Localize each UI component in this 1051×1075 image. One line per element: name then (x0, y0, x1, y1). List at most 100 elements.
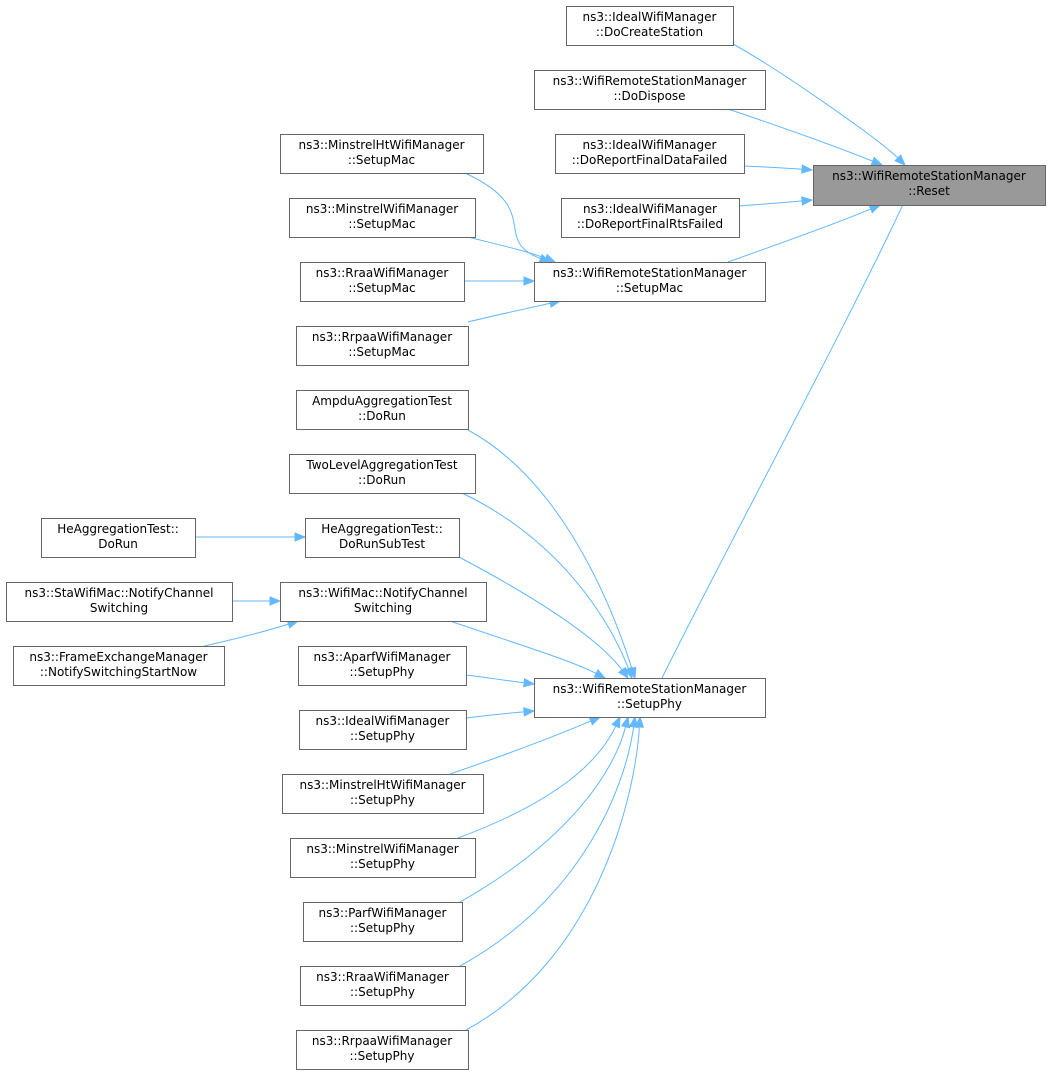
node-label-line: ::SetupMac (348, 345, 415, 359)
nodes-layer: ns3::WifiRemoteStationManager::Resetns3:… (6, 6, 1046, 1070)
node-minhtmac[interactable]: ns3::MinstrelHtWifiManager::SetupMac (280, 134, 484, 174)
edge-minhtmac-to-setupmac (464, 172, 552, 263)
node-label-line: ns3::IdealWifiManager (583, 138, 717, 152)
node-dorepdata[interactable]: ns3::IdealWifiManager::DoReportFinalData… (555, 134, 745, 174)
node-rrpaaphy[interactable]: ns3::RrpaaWifiManager::SetupPhy (296, 1030, 469, 1070)
node-box (566, 6, 734, 46)
arrowhead (868, 204, 882, 214)
arrowhead (522, 677, 536, 688)
node-label-line: ns3::MinstrelHtWifiManager (298, 138, 464, 152)
node-label-line: ns3::WifiRemoteStationManager (553, 266, 747, 280)
edge-line (449, 720, 592, 775)
node-setupphy[interactable]: ns3::WifiRemoteStationManager::SetupPhy (534, 678, 766, 718)
node-rraaphy[interactable]: ns3::RraaWifiManager::SetupPhy (300, 966, 466, 1006)
node-label-line: ns3::AparfWifiManager (313, 650, 450, 664)
node-label-line: ns3::IdealWifiManager (583, 202, 717, 216)
node-label-line: ::SetupMac (348, 217, 415, 231)
node-label-line: ns3::RrpaaWifiManager (312, 1034, 452, 1048)
edge-stanotify-to-wifimacnotify (232, 596, 282, 606)
node-box (296, 1030, 469, 1070)
node-label-line: ::DoRun (358, 409, 406, 423)
node-box (534, 70, 766, 110)
node-doreprts[interactable]: ns3::IdealWifiManager::DoReportFinalRtsF… (561, 198, 740, 238)
edge-line (727, 208, 872, 263)
node-hesub[interactable]: HeAggregationTest::DoRunSubTest (305, 518, 460, 558)
node-label-line: ::DoDispose (613, 89, 685, 103)
arrowhead (588, 716, 602, 726)
arrowhead (894, 154, 906, 166)
node-reset[interactable]: ns3::WifiRemoteStationManager::Reset (813, 165, 1046, 206)
edge-line (459, 725, 627, 903)
edge-line (459, 725, 635, 967)
node-setupmac[interactable]: ns3::WifiRemoteStationManager::SetupMac (534, 262, 766, 302)
node-minmac[interactable]: ns3::MinstrelWifiManager::SetupMac (289, 198, 476, 238)
node-ampdu[interactable]: AmpduAggregationTest::DoRun (296, 390, 469, 430)
edge-line (449, 620, 598, 675)
edge-hesub-to-setupphy (458, 556, 629, 680)
node-box (534, 262, 766, 302)
arrowhead (543, 253, 557, 263)
edge-line (738, 199, 813, 207)
node-box (555, 134, 745, 174)
node-box (300, 966, 466, 1006)
edge-line (203, 623, 290, 647)
node-label-line: HeAggregationTest:: (321, 522, 443, 536)
edge-line (732, 43, 899, 159)
node-box (305, 518, 460, 558)
edge-setupphy-to-reset (661, 183, 913, 679)
node-label-line: ns3::WifiRemoteStationManager (553, 74, 747, 88)
node-label-line: DoRun (98, 537, 138, 551)
edge-line (465, 725, 640, 1031)
node-label-line: ns3::StaWifiMac::NotifyChannel (25, 586, 214, 600)
node-box (41, 518, 196, 558)
node-label-line: ::DoReportFinalRtsFailed (577, 217, 723, 231)
edge-line (467, 302, 552, 323)
node-minhtphy[interactable]: ns3::MinstrelHtWifiManager::SetupPhy (282, 774, 484, 814)
node-label-line: ns3::FrameExchangeManager (29, 650, 207, 664)
node-label-line: ns3::ParfWifiManager (319, 906, 447, 920)
node-label-line: ::SetupPhy (350, 921, 415, 935)
node-label-line: Switching (354, 601, 412, 615)
node-label-line: ns3::RraaWifiManager (316, 970, 449, 984)
node-label-line: TwoLevelAggregationTest (305, 458, 458, 472)
node-box (300, 262, 465, 302)
edge-line (467, 236, 547, 260)
edge-parfphy-to-setupphy (459, 715, 631, 903)
node-dodispose[interactable]: ns3::WifiRemoteStationManager::DoDispose (534, 70, 766, 110)
node-box (561, 198, 740, 238)
node-label-line: ::SetupPhy (350, 857, 415, 871)
node-label-line: ns3::WifiRemoteStationManager (553, 682, 747, 696)
node-box (290, 838, 476, 878)
node-label-line: Switching (90, 601, 148, 615)
edge-minhtphy-to-setupphy (449, 716, 602, 775)
edge-idealphy-to-setupphy (465, 707, 536, 719)
node-rraamac[interactable]: ns3::RraaWifiManager::SetupMac (300, 262, 465, 302)
edge-line (465, 711, 526, 719)
node-box (6, 582, 233, 622)
node-label-line: ::SetupPhy (350, 665, 415, 679)
node-label-line: DoRunSubTest (339, 537, 425, 551)
edge-dodispose-to-reset (727, 108, 884, 166)
node-fem[interactable]: ns3::FrameExchangeManager::NotifySwitchi… (13, 646, 225, 686)
edge-line (461, 492, 630, 670)
node-label-line: ns3::MinstrelWifiManager (306, 202, 458, 216)
node-label-line: ::DoCreateStation (596, 25, 703, 39)
node-label-line: ::Reset (908, 184, 950, 198)
node-aparfphy[interactable]: ns3::AparfWifiManager::SetupPhy (298, 646, 467, 686)
node-minphy[interactable]: ns3::MinstrelWifiManager::SetupPhy (290, 838, 476, 878)
node-twolevel[interactable]: TwoLevelAggregationTest::DoRun (289, 454, 476, 494)
node-herun[interactable]: HeAggregationTest::DoRun (41, 518, 196, 558)
arrowhead (611, 715, 621, 729)
node-box (280, 134, 484, 174)
node-rrpaamac[interactable]: ns3::RrpaaWifiManager::SetupMac (296, 326, 469, 366)
node-idealphy[interactable]: ns3::IdealWifiManager::SetupPhy (299, 710, 467, 750)
edge-twolevel-to-setupphy (461, 492, 633, 680)
node-label-line: ::SetupMac (348, 281, 415, 295)
edge-fem-to-wifimacnotify (203, 619, 300, 647)
node-docreate[interactable]: ns3::IdealWifiManager::DoCreateStation (566, 6, 734, 46)
arrowhead (623, 666, 633, 680)
node-parfphy[interactable]: ns3::ParfWifiManager::SetupPhy (303, 902, 463, 942)
